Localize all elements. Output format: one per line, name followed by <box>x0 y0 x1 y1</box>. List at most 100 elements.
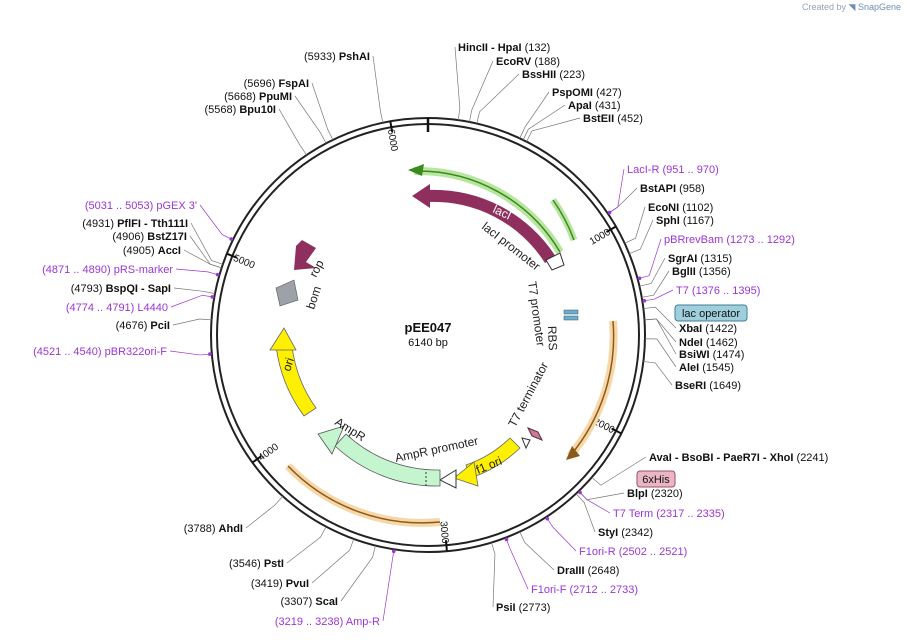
primer-site-prsmarker: (4871 .. 4890) pRS-marker <box>42 264 173 276</box>
primer-site-t7: T7 (1376 .. 1395) <box>676 285 760 297</box>
t7-promoter-label: T7 promoter <box>525 280 548 347</box>
enzyme-site-bpu10i: (5568) Bpu10I <box>204 104 276 116</box>
scale-tick <box>389 121 394 133</box>
laci-arrowhead <box>412 184 430 208</box>
primer-leader <box>607 168 625 214</box>
enzyme-position: (2648) <box>588 565 620 577</box>
primer-leader <box>170 294 215 308</box>
primer-range: (4871 .. 4890) <box>42 264 114 276</box>
primer-marker <box>642 298 647 303</box>
enzyme-position: (5696) <box>244 78 276 90</box>
enzyme-site-ppumi: (5668) PpuMI <box>224 91 292 103</box>
enzyme-leader <box>491 542 496 608</box>
enzyme-position: (4793) <box>71 283 103 295</box>
primer-site-pbr322ori: (4521 .. 4540) pBR322ori-F <box>33 346 167 358</box>
enzyme-site-ecorv: EcoRV (188) <box>496 56 560 68</box>
scale-label: 6000 <box>385 128 400 152</box>
enzyme-name: BstEII <box>583 113 614 125</box>
enzyme-leader <box>643 361 673 386</box>
laci-halo-arrow <box>408 164 424 176</box>
primer-marker <box>215 272 220 277</box>
enzyme-site-bstz17i: (4906) BstZ17I <box>112 231 187 243</box>
primer-leader <box>382 549 395 622</box>
enzyme-site-bseri: BseRI (1649) <box>675 380 741 392</box>
enzyme-site-sphi: SphI (1167) <box>656 215 714 227</box>
primer-leader <box>545 516 577 552</box>
enzyme-leader <box>183 249 222 269</box>
leader-lines <box>169 46 677 622</box>
credit-watermark: Created by ◥ SnapGene <box>802 2 901 13</box>
enzyme-leader <box>190 222 223 265</box>
enzyme-name: EcoRV <box>496 56 532 68</box>
enzyme-position: (2773) <box>519 602 551 614</box>
primer-site-pgex3: (5031 .. 5053) pGEX 3' <box>85 200 197 212</box>
enzyme-position: (1356) <box>699 266 731 278</box>
enzyme-leader <box>173 287 216 294</box>
ampr-arrowhead <box>317 425 345 455</box>
enzyme-position: (132) <box>525 42 551 54</box>
enzyme-leader <box>294 95 327 144</box>
primer-range: (1376 .. 1395) <box>692 285 761 297</box>
enzyme-name: PspOMI <box>552 87 593 99</box>
enzyme-position: (4931) <box>82 218 114 230</box>
enzyme-name: BstAPI <box>640 183 676 195</box>
primer-name: Amp-R <box>346 616 380 628</box>
t7-terminator-mark <box>526 427 544 441</box>
enzyme-name: SphI <box>656 215 680 227</box>
primer-name: pBR322ori-F <box>105 346 168 358</box>
laci-gene-arrow <box>428 189 556 263</box>
primer-name: pBRrevBam <box>664 234 726 246</box>
enzyme-site-blpi: BlpI (2320) <box>627 488 683 500</box>
enzyme-leader <box>591 456 647 486</box>
enzyme-site-psii: PsiI (2773) <box>496 602 550 614</box>
enzyme-name: BlpI <box>627 488 648 500</box>
ampr-promoter-arrow <box>438 469 457 489</box>
enzyme-leader <box>286 526 327 564</box>
scale-label: 3000 <box>437 521 450 545</box>
ampr-promoter-label: AmpR promoter <box>394 434 480 465</box>
enzyme-site-fspai: (5696) FspAI <box>244 78 309 90</box>
enzyme-leader <box>311 538 355 584</box>
enzyme-position: (958) <box>679 183 705 195</box>
enzyme-site-scai: (3307) ScaI <box>281 596 339 608</box>
enzyme-site-bsshii: BssHII (223) <box>522 69 585 81</box>
enzyme-position: (5568) <box>204 104 236 116</box>
enzyme-leader <box>519 531 555 571</box>
enzyme-leader <box>522 104 566 141</box>
enzyme-leader <box>189 235 222 269</box>
lac-operator-label: lac operator <box>682 308 740 320</box>
primer-name: T7 <box>676 285 692 297</box>
enzyme-site-bsteii: BstEII (452) <box>583 113 643 125</box>
primer-marker <box>208 352 212 356</box>
enzyme-position: (1474) <box>713 349 745 361</box>
t7-terminator-arrow <box>521 437 531 450</box>
primer-range: (2502 .. 2521) <box>619 546 688 558</box>
enzyme-leader <box>340 545 376 602</box>
rop-arrow <box>294 240 316 270</box>
primer-name: pGEX 3' <box>156 200 197 212</box>
enzyme-name: ScaI <box>315 596 338 608</box>
primer-leader <box>169 350 212 356</box>
enzyme-site-bglii: BglII (1356) <box>672 266 731 278</box>
ampr-halo-line <box>287 465 441 524</box>
expression-halo-arrow <box>566 446 580 460</box>
plasmid-name: pEE047 <box>405 320 452 335</box>
enzyme-name: ApaI <box>568 100 592 112</box>
primer-leader <box>505 537 529 590</box>
enzyme-site-pvui: (3419) PvuI <box>251 578 309 590</box>
enzyme-site-apai: ApaI (431) <box>568 100 621 112</box>
enzyme-leader <box>476 73 520 124</box>
primer-range: (1273 .. 1292) <box>726 234 795 246</box>
enzyme-site-sgrai: SgrAI (1315) <box>668 253 732 265</box>
primer-range: (4774 .. 4791) <box>66 302 138 314</box>
enzyme-site-bstapi: BstAPI (958) <box>640 183 705 195</box>
primer-range: (2317 .. 2335) <box>656 508 725 520</box>
enzyme-site-econi: EcoNI (1102) <box>648 202 713 214</box>
enzyme-name: PciI <box>150 320 170 332</box>
enzyme-site-acci: (4905) AccI <box>123 245 181 257</box>
enzyme-name: PsiI <box>496 602 516 614</box>
credit-brand: SnapGene <box>857 2 901 12</box>
enzyme-position: (188) <box>534 56 560 68</box>
primer-marker <box>229 237 233 241</box>
